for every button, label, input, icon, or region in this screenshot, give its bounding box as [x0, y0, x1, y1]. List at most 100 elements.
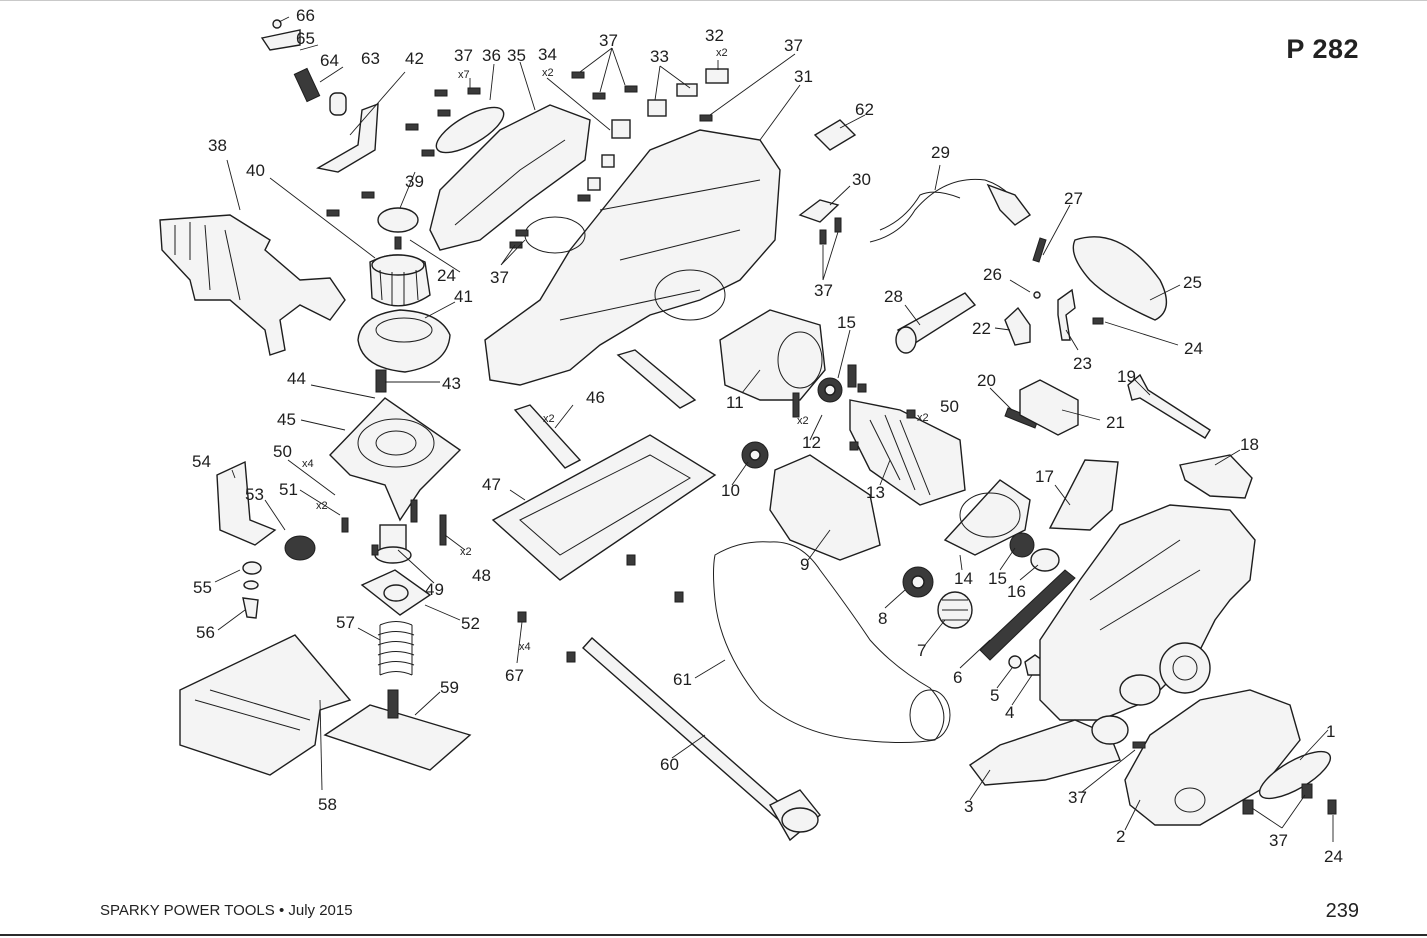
part-30-clamp	[798, 199, 840, 223]
part-23-catch	[1057, 288, 1076, 341]
part-39-cap	[377, 207, 419, 233]
label-53: 53	[245, 485, 264, 504]
part-58-fence	[179, 634, 352, 776]
part-2-belt-cover	[1124, 689, 1301, 826]
label-48: 48	[472, 566, 491, 585]
part-6-belt	[979, 569, 1076, 661]
label-59: 59	[440, 678, 459, 697]
qty-67-x4: x4	[519, 641, 531, 653]
label-29: 29	[931, 143, 950, 162]
label-57: 57	[336, 613, 355, 632]
part-53-knob	[284, 535, 316, 561]
label-24a: 24	[437, 266, 456, 285]
label-23: 23	[1073, 354, 1092, 373]
label-67: 67	[505, 666, 524, 685]
drawing-shapes	[159, 19, 1337, 842]
part-29-cord	[869, 178, 1011, 243]
label-8: 8	[878, 609, 887, 628]
label-24c: 24	[1324, 847, 1343, 866]
part-65-clamp	[260, 29, 301, 51]
label-4: 4	[1005, 703, 1014, 722]
label-63: 63	[361, 49, 380, 68]
part-61-dust-bag	[713, 541, 945, 743]
part-64-bolt	[293, 67, 321, 103]
qty-46-x2: x2	[543, 413, 555, 425]
label-60: 60	[660, 755, 679, 774]
label-37f: 37	[1068, 788, 1087, 807]
label-10: 10	[721, 481, 740, 500]
part-number-labels: 1 2 3 4 5 6 7 8 9 10 11 12 13 14 15 15 1…	[192, 6, 1343, 866]
label-17: 17	[1035, 467, 1054, 486]
label-37a: 37	[454, 46, 473, 65]
qty-37-x7: x7	[458, 69, 470, 81]
part-34-holder	[611, 119, 631, 139]
label-9: 9	[800, 555, 809, 574]
label-43: 43	[442, 374, 461, 393]
label-51: 51	[279, 480, 298, 499]
label-41: 41	[454, 287, 473, 306]
label-37e: 37	[814, 281, 833, 300]
qty-12-x2: x2	[797, 415, 809, 427]
label-14: 14	[954, 569, 973, 588]
qty-51-x2: x2	[316, 500, 328, 512]
part-54-bracket	[216, 460, 277, 546]
label-2: 2	[1116, 827, 1125, 846]
label-37d: 37	[490, 268, 509, 287]
label-37g: 37	[1269, 831, 1288, 850]
label-47: 47	[482, 475, 501, 494]
part-14-baffle	[943, 479, 1031, 556]
label-42: 42	[405, 49, 424, 68]
label-12: 12	[802, 433, 821, 452]
label-45: 45	[277, 410, 296, 429]
part-38-dust-chute	[159, 214, 346, 356]
label-13: 13	[866, 483, 885, 502]
label-50b: 50	[940, 397, 959, 416]
part-32-brush-holder	[705, 68, 729, 84]
label-38: 38	[208, 136, 227, 155]
label-56: 56	[196, 623, 215, 642]
plug	[986, 183, 1032, 226]
label-40: 40	[246, 161, 265, 180]
part-25-disc	[1072, 236, 1168, 321]
label-37c: 37	[784, 36, 803, 55]
label-25: 25	[1183, 273, 1202, 292]
label-61: 61	[673, 670, 692, 689]
part-46-plate	[616, 349, 697, 409]
label-64: 64	[320, 51, 339, 70]
label-28: 28	[884, 287, 903, 306]
label-3: 3	[964, 797, 973, 816]
label-20: 20	[977, 371, 996, 390]
label-58: 58	[318, 795, 337, 814]
label-19: 19	[1117, 367, 1136, 386]
label-15a: 15	[837, 313, 856, 332]
label-44: 44	[287, 369, 306, 388]
label-6: 6	[953, 668, 962, 687]
label-35: 35	[507, 46, 526, 65]
qty-50-x2: x2	[917, 412, 929, 424]
bottom-rule	[0, 934, 1427, 936]
label-31: 31	[794, 67, 813, 86]
part-36-cover	[435, 106, 505, 154]
label-7: 7	[917, 641, 926, 660]
label-24b: 24	[1184, 339, 1203, 358]
part-19-wrench	[1127, 373, 1211, 439]
label-37b: 37	[599, 31, 618, 50]
label-11: 11	[726, 393, 744, 412]
label-49: 49	[425, 580, 444, 599]
part-9-fan	[769, 454, 881, 561]
label-21: 21	[1106, 413, 1125, 432]
label-33: 33	[650, 47, 669, 66]
part-21-block	[1019, 379, 1079, 436]
part-17-switch	[1048, 459, 1119, 531]
part-31-housing	[484, 129, 781, 386]
label-65: 65	[296, 29, 315, 48]
part-41-depth-ring	[357, 309, 451, 373]
label-62: 62	[855, 100, 874, 119]
part-62-clip	[813, 119, 857, 151]
label-1: 1	[1326, 722, 1335, 741]
qty-50-x4: x4	[302, 458, 314, 470]
label-15b: 15	[988, 569, 1007, 588]
part-18-lever	[1179, 454, 1253, 499]
leader-lines	[214, 16, 1334, 842]
